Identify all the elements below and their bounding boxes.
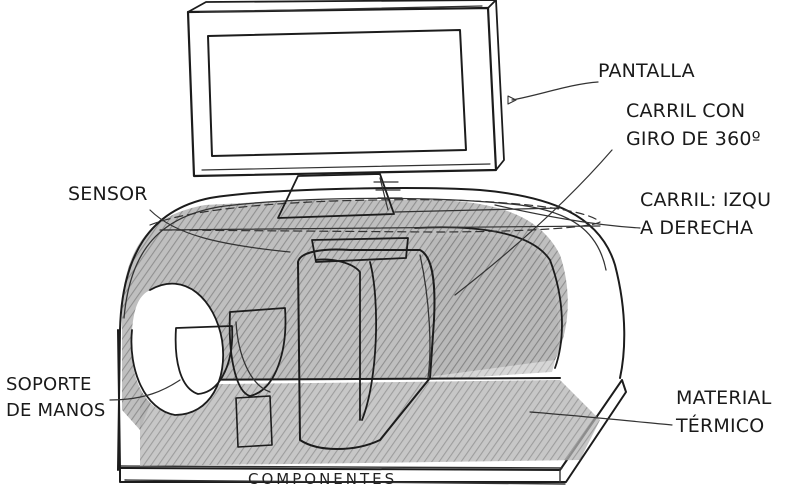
label-carril-giro: CARRIL CON GIRO DE 360º	[626, 97, 761, 153]
label-material: MATERIAL TÉRMICO	[676, 384, 772, 440]
label-material-line1: MATERIAL	[676, 384, 772, 412]
label-pantalla: PANTALLA	[598, 57, 695, 85]
label-material-line2: TÉRMICO	[676, 412, 772, 440]
monitor	[188, 0, 504, 218]
label-componentes: COMPONENTES	[248, 470, 397, 488]
label-soporte-line2: DE MANOS	[6, 398, 105, 424]
label-carril-lateral: CARRIL: IZQU A DERECHA	[640, 186, 771, 242]
label-carril-lateral-line2: A DERECHA	[640, 214, 771, 242]
label-carril-lateral-line1: CARRIL: IZQU	[640, 186, 771, 214]
label-carril-giro-line1: CARRIL CON	[626, 97, 761, 125]
label-soporte-line1: SOPORTE	[6, 372, 105, 398]
label-pantalla-text: PANTALLA	[598, 57, 695, 85]
label-carril-giro-line2: GIRO DE 360º	[626, 125, 761, 153]
label-soporte: SOPORTE DE MANOS	[6, 372, 105, 424]
label-sensor: SENSOR	[68, 180, 148, 208]
label-sensor-text: SENSOR	[68, 180, 148, 208]
leader-pantalla	[512, 82, 598, 100]
